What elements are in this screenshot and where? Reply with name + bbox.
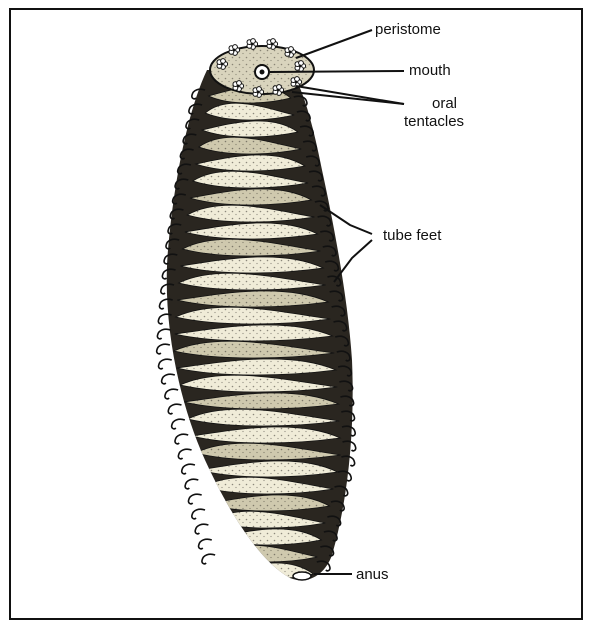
tube-foot (178, 449, 191, 459)
peristome-leader (296, 30, 372, 58)
tube-foot (192, 509, 205, 519)
label-oral: oral (432, 96, 457, 112)
body (167, 70, 353, 580)
tube-foot (168, 404, 181, 414)
tube-foot (159, 359, 172, 369)
label-tube-feet: tube feet (383, 228, 441, 244)
tube-foot (175, 434, 188, 444)
tube-foot (188, 494, 201, 504)
label-peristome: peristome (375, 22, 441, 38)
tube-foot (199, 539, 212, 549)
tube-foot (157, 329, 170, 339)
label-tentacles: tentacles (404, 114, 464, 130)
tube-foot (202, 554, 215, 564)
tube-foot (185, 479, 198, 489)
tube-foot (172, 419, 185, 429)
tube-foot (157, 344, 170, 354)
tube-foot (165, 389, 178, 399)
label-mouth: mouth (409, 63, 451, 79)
tube-foot (162, 374, 175, 384)
anus (293, 572, 311, 580)
mouth-leader (270, 71, 404, 72)
tube-foot (182, 464, 195, 474)
label-anus: anus (356, 567, 389, 583)
tube-foot (195, 524, 208, 534)
